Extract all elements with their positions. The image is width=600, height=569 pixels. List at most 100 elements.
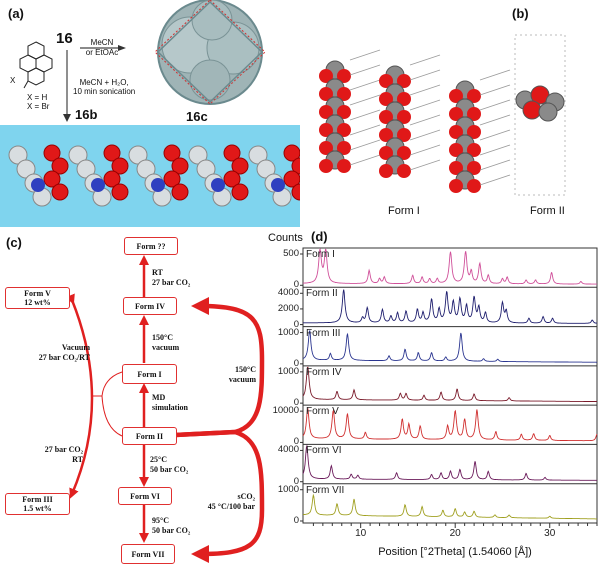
node-label: Form ?? [136,241,166,251]
cond-right-1: MeCN [90,38,114,47]
condition-right: MeCN or EtOAc [84,38,120,58]
cond-line: MD [152,393,166,402]
y-tick-label: 0 [293,279,299,291]
pxrd-trace-3 [302,330,597,363]
cond-line: vacuum [228,375,256,384]
product-16c: 16c [186,109,208,124]
cond-down-1: MeCN + H₂O, [79,78,129,87]
cond-line: 45 °C/100 bar [207,502,255,511]
cond-line: 95°C [152,516,169,525]
series-label: Form II [306,288,338,300]
series-label: Form III [306,327,341,339]
panel-b-structures [319,34,566,196]
x-substituent: X [10,76,16,85]
node-label: Form I [137,369,162,379]
pxrd-trace-7 [303,493,597,520]
y-tick-label: 2000 [277,302,299,314]
cond-line: sCO₂ [237,492,255,501]
product-16b: 16b [75,107,98,122]
node-form-i: Form I [122,364,177,384]
crystal-packing-16b [0,125,300,227]
y-tick-label: 1000 [277,326,299,338]
y-tick-label: 1000 [277,365,299,377]
y-tick-label: 0 [293,475,299,487]
y-tick-label: 10000 [272,405,299,417]
form-ii-caption: Form II [530,205,565,217]
form-i-structure [319,49,511,193]
cond-line: simulation [152,403,189,412]
node-label: Form II [135,431,164,441]
node-form-iv: Form IV [123,297,177,315]
panel-b-label: (b) [512,6,529,21]
panel-a-scheme [19,0,266,122]
compound-16: 16 [56,30,73,47]
pyrene-structure [19,41,53,89]
cond-line: Vacuum [61,343,90,352]
pxrd-trace-4 [302,366,597,402]
x-tick-label: 10 [355,528,367,539]
panel-c-label: (c) [6,235,22,250]
cond-line: 150°C [235,365,256,374]
condition-down: MeCN + H₂O, 10 min sonication [73,78,135,96]
y-tick-label: 4000 [277,444,299,456]
node-form-unknown: Form ?? [124,237,178,255]
cond-line: 25°C [150,455,167,464]
node-label: Form V [24,289,51,298]
node-form-vii: Form VII [121,544,175,564]
cond-line: RT [152,268,163,277]
y-tick-label: 0 [293,357,299,369]
substituent-br: X = Br [27,102,50,111]
cage-16c [154,0,266,105]
node-form-ii: Form II [122,427,177,445]
x-axis-label: Position [°2Theta] (1.54060 [Å]) [378,546,532,558]
transformation-arrows [65,255,265,563]
y-tick-label: 4000 [277,287,299,299]
form-ii-structure [514,34,566,196]
node-form-vi: Form VI [118,487,172,505]
y-tick-label: 0 [293,436,299,448]
cond-line: 27 bar CO₂/RT [38,353,90,362]
cond-line: 27 bar CO₂ [44,445,83,454]
node-label: Form VII [131,549,165,559]
y-tick-label: 500 [283,248,299,259]
x-tick-label: 30 [544,528,556,539]
cond-right-2: or EtOAc [85,48,119,57]
series-label: Form V [306,406,339,418]
series-label: Form I [306,249,335,260]
cond-line: RT [72,455,83,464]
form-i-caption: Form I [388,205,420,217]
series-label: Form IV [306,366,342,378]
cond-down-2: 10 min sonication [73,87,136,96]
y-tick-label: 0 [293,515,299,526]
cond-line: vacuum [152,343,180,352]
node-label: Form III [22,495,53,504]
node-uptake: 12 wt% [24,298,51,307]
plot-frame [302,247,598,524]
panel-d-label: (d) [311,229,328,244]
substituent-list: X = H X = Br [27,93,49,111]
node-label: Form IV [135,301,165,311]
y-tick-label: 1000 [277,483,299,495]
series-label: Form VI [306,445,342,457]
pxrd-trace-5 [302,407,598,442]
substituent-h: X = H [27,93,48,102]
node-uptake: 1.5 wt% [23,504,52,513]
cond-line: 50 bar CO₂ [150,465,189,474]
pxrd-trace-1 [303,248,597,285]
panel-a-label: (a) [8,6,24,21]
cond-line: 50 bar CO₂ [152,526,191,535]
cond-line: 27 bar CO₂ [152,278,191,287]
y-tick-label: 0 [293,318,299,330]
cond-line: 150°C [152,333,173,342]
